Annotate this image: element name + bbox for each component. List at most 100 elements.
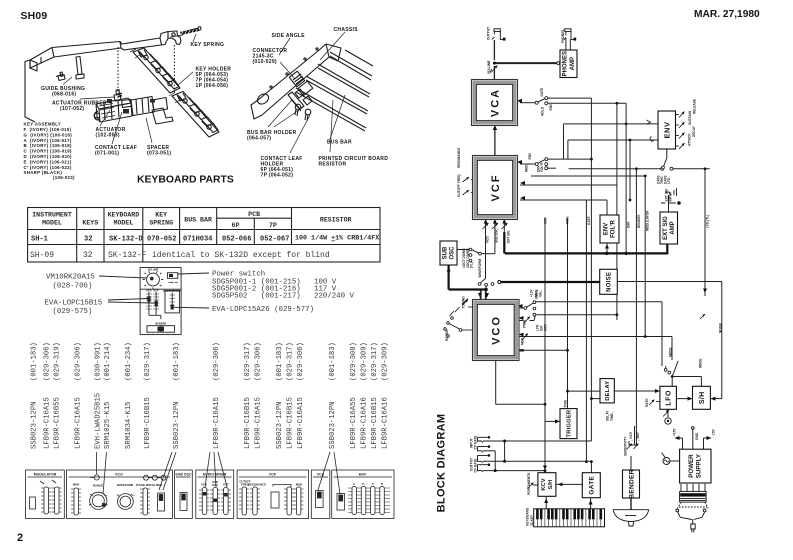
svg-text:32: 32 <box>84 236 92 244</box>
svg-text:7P: 7P <box>269 222 277 229</box>
svg-text:EXT: EXT <box>223 483 229 487</box>
svg-text:(029-317): (029-317) <box>371 342 379 381</box>
svg-text:GATE: GATE <box>589 475 596 494</box>
svg-text:LFO: LFO <box>667 177 671 184</box>
svg-text:(029-309): (029-309) <box>361 342 369 381</box>
svg-text:BENDER: BENDER <box>155 321 166 325</box>
svg-text:B (IVORY) (106-018): B (IVORY) (106-018) <box>24 143 73 148</box>
svg-text:VCO: VCO <box>201 483 208 487</box>
svg-text:FOL′R: FOL′R <box>540 162 544 172</box>
svg-text:RELEASE: RELEASE <box>693 99 697 114</box>
svg-text:(001-214): (001-214) <box>104 342 112 381</box>
svg-text:071H034: 071H034 <box>183 236 212 244</box>
svg-text:VCF: VCF <box>154 289 160 293</box>
svg-text:TUNING: TUNING <box>462 296 466 309</box>
svg-text:(029-575): (029-575) <box>53 308 93 316</box>
svg-text:S/H: S/H <box>540 325 544 331</box>
svg-text:CV GATE: CV GATE <box>474 459 478 473</box>
svg-text:NOISE: NOISE <box>607 272 613 292</box>
svg-text:ENV: ENV <box>528 152 532 159</box>
svg-text:+12V: +12V <box>530 289 534 297</box>
svg-text:(068-016): (068-016) <box>52 92 76 98</box>
svg-text:GATE: GATE <box>540 88 544 97</box>
svg-text:(029-317): (029-317) <box>144 342 152 381</box>
svg-text:-15V: -15V <box>712 428 716 436</box>
svg-text:(001-183): (001-183) <box>329 342 337 381</box>
svg-text:LFB9R-C16B15: LFB9R-C16B15 <box>244 397 252 449</box>
svg-text:LFB9R-C16B55: LFB9R-C16B55 <box>54 397 62 449</box>
svg-text:32-KEY: 32-KEY <box>530 514 534 526</box>
svg-text:LFB9R-C16A15: LFB9R-C16A15 <box>255 397 263 449</box>
svg-text:DECAY: DECAY <box>692 125 696 137</box>
svg-text:ACTUATOR RUBBER: ACTUATOR RUBBER <box>52 101 107 107</box>
svg-text:(001-183): (001-183) <box>276 342 284 381</box>
svg-text:NOISE: NOISE <box>719 323 723 333</box>
svg-text:MOD: MOD <box>73 483 80 487</box>
svg-text:CONTACT LEAF: CONTACT LEAF <box>95 145 137 151</box>
svg-text:(073-051): (073-051) <box>147 151 171 157</box>
svg-text:EXT SIG: EXT SIG <box>663 216 669 240</box>
svg-text:AMP: AMP <box>670 221 676 234</box>
svg-text:LFB9R-C16A15: LFB9R-C16A15 <box>213 397 221 449</box>
svg-text:MODULATOR: MODULATOR <box>646 210 650 231</box>
svg-text:ACTUATOR: ACTUATOR <box>96 127 126 133</box>
svg-text:100 1/4W +1% CRB1/4FX: 100 1/4W +1% CRB1/4FX <box>295 235 380 243</box>
svg-text:SRM1025-K15: SRM1025-K15 <box>104 402 112 449</box>
svg-text:SDG5P502 (001-217) 220/240: SDG5P502 (001-217) 220/240 V <box>212 293 354 301</box>
svg-text:SSB023-12PN: SSB023-12PN <box>276 402 284 449</box>
svg-text:SK-132-D: SK-132-D <box>109 236 143 244</box>
svg-text:VM10RK20A15: VM10RK20A15 <box>46 274 95 282</box>
svg-text:⌞ NGF: ⌞ NGF <box>636 432 640 441</box>
svg-text:S/H: S/H <box>699 392 706 405</box>
svg-text:(102-003): (102-003) <box>96 133 120 139</box>
svg-text:6P: 6P <box>232 222 240 229</box>
svg-text:INSTRUMENT: INSTRUMENT <box>32 212 72 219</box>
svg-text:SUB OSC: SUB OSC <box>495 228 499 243</box>
svg-text:BENDER: BENDER <box>628 469 635 498</box>
svg-text:ATTACK: ATTACK <box>688 133 692 146</box>
svg-text:HOLD: HOLD <box>541 106 545 116</box>
svg-text:RESISTOR: RESISTOR <box>319 162 347 168</box>
svg-text:BUS BAR HOLDER: BUS BAR HOLDER <box>247 130 297 136</box>
svg-text:ENV: ENV <box>627 221 631 228</box>
svg-text:RANGE: RANGE <box>93 484 103 488</box>
svg-text:KEYS: KEYS <box>82 220 98 227</box>
svg-text:E (IVORY) (106-021): E (IVORY) (106-021) <box>24 159 72 164</box>
svg-text:(029-306): (029-306) <box>75 342 83 381</box>
svg-text:ENV: ENV <box>549 103 553 110</box>
svg-text:SUB OSC: SUB OSC <box>175 472 192 476</box>
svg-text:SPACER: SPACER <box>147 145 169 151</box>
svg-text:SENSITIVITY: SENSITIVITY <box>624 436 628 456</box>
svg-text:LFB9R-C16A15: LFB9R-C16A15 <box>297 397 305 449</box>
svg-text:+15V: +15V <box>673 428 677 436</box>
svg-text:OSC: OSC <box>212 483 218 487</box>
svg-text:CONTACT LEAF: CONTACT LEAF <box>261 156 303 162</box>
svg-text:SUB: SUB <box>212 480 218 484</box>
svg-text:VCO: VCO <box>115 472 123 476</box>
svg-text:LFB9R-C16A16: LFB9R-C16A16 <box>382 397 390 449</box>
svg-text:MODE: MODE <box>669 347 673 357</box>
svg-text:SH09: SH09 <box>21 11 48 22</box>
svg-text:FOL′R: FOL′R <box>611 219 617 237</box>
svg-text:VCO: VCO <box>491 315 503 345</box>
svg-text:CV GATE: CV GATE <box>474 436 478 450</box>
svg-text:PRINTED CIRCUIT BOARD: PRINTED CIRCUIT BOARD <box>319 156 389 162</box>
svg-text:7P (064-052): 7P (064-052) <box>261 173 294 179</box>
svg-text:(029-306): (029-306) <box>44 342 52 381</box>
svg-text:VCO: VCO <box>486 236 490 243</box>
svg-text:G (IVORY) (106-016): G (IVORY) (106-016) <box>24 132 73 137</box>
svg-text:C (IVORY) (106-019): C (IVORY) (106-019) <box>24 149 73 154</box>
svg-text:EVA-LOPC15A26 (029-577): EVA-LOPC15A26 (029-577) <box>212 306 314 314</box>
svg-text:BUS BAR: BUS BAR <box>184 217 212 224</box>
svg-text:DELAY: DELAY <box>605 381 611 401</box>
svg-text:ENV: ENV <box>663 122 672 139</box>
svg-text:(029-309): (029-309) <box>382 342 390 381</box>
svg-text:(064-057): (064-057) <box>247 136 271 142</box>
svg-text:PORTAMENTO: PORTAMENTO <box>527 472 531 495</box>
svg-text:WAVEFORM: WAVEFORM <box>478 259 482 278</box>
svg-text:A (IVORY) (106-017): A (IVORY) (106-017) <box>24 138 72 143</box>
svg-text:EVA-LOPC15B15: EVA-LOPC15B15 <box>45 300 103 308</box>
svg-text:GND: GND <box>695 432 699 440</box>
svg-text:LFB9R-C16A55: LFB9R-C16A55 <box>350 397 358 449</box>
svg-text:(029-319): (029-319) <box>54 342 62 381</box>
